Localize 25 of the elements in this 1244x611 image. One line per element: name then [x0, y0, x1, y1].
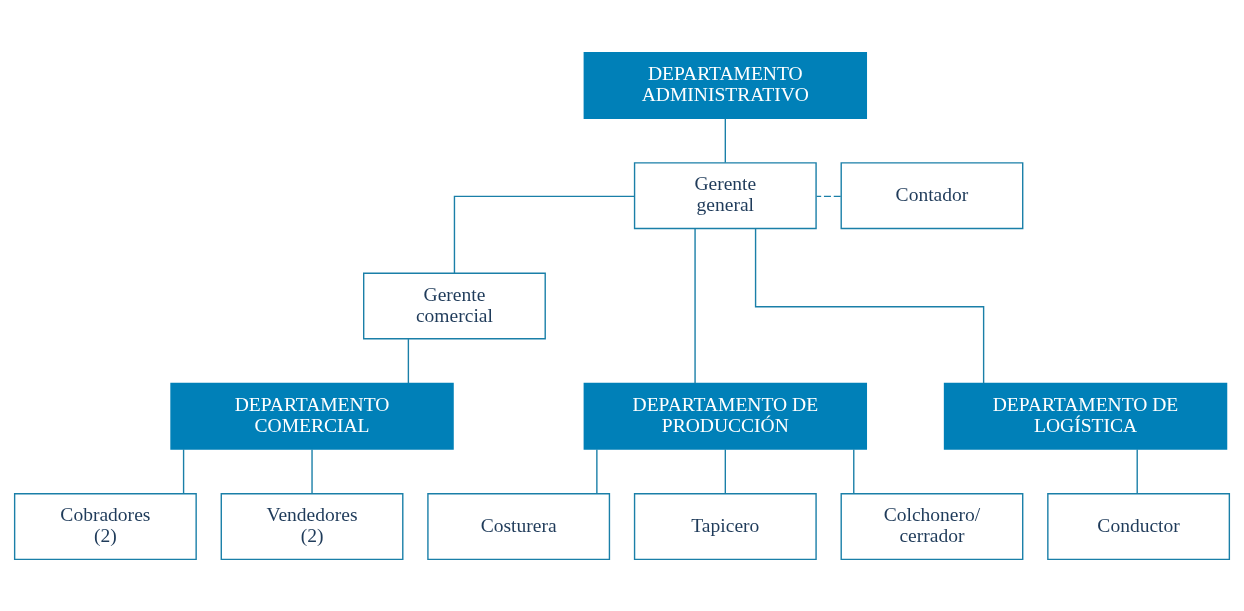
node-box: DEPARTAMENTO DE PRODUCCIÓN [583, 382, 868, 450]
node-box: Tapicero [633, 492, 817, 560]
connector [453, 195, 636, 274]
connector [407, 337, 410, 384]
connector [724, 117, 727, 163]
node-box: Cobradores (2) [13, 492, 197, 560]
node-box: Vendedores (2) [220, 492, 404, 560]
node-box: Colchonero/ cerrador [840, 492, 1024, 560]
connector [1136, 448, 1138, 494]
connector [182, 448, 185, 494]
connector [596, 448, 598, 494]
node-box: Costurera [427, 492, 611, 560]
node-box: DEPARTAMENTO COMERCIAL [170, 382, 454, 450]
connector [815, 195, 842, 197]
node-box: Gerente general [633, 161, 817, 229]
node-box: DEPARTAMENTO ADMINISTRATIVO [583, 51, 868, 119]
node-box: Gerente comercial [363, 272, 546, 339]
connector [853, 448, 855, 494]
connector [754, 227, 985, 384]
connector [311, 448, 313, 494]
node-box: Conductor [1047, 492, 1231, 560]
connector [694, 227, 696, 384]
connector [724, 448, 727, 494]
node-box: DEPARTAMENTO DE LOGÍSTICA [943, 382, 1228, 450]
node-box: Contador [840, 161, 1024, 229]
